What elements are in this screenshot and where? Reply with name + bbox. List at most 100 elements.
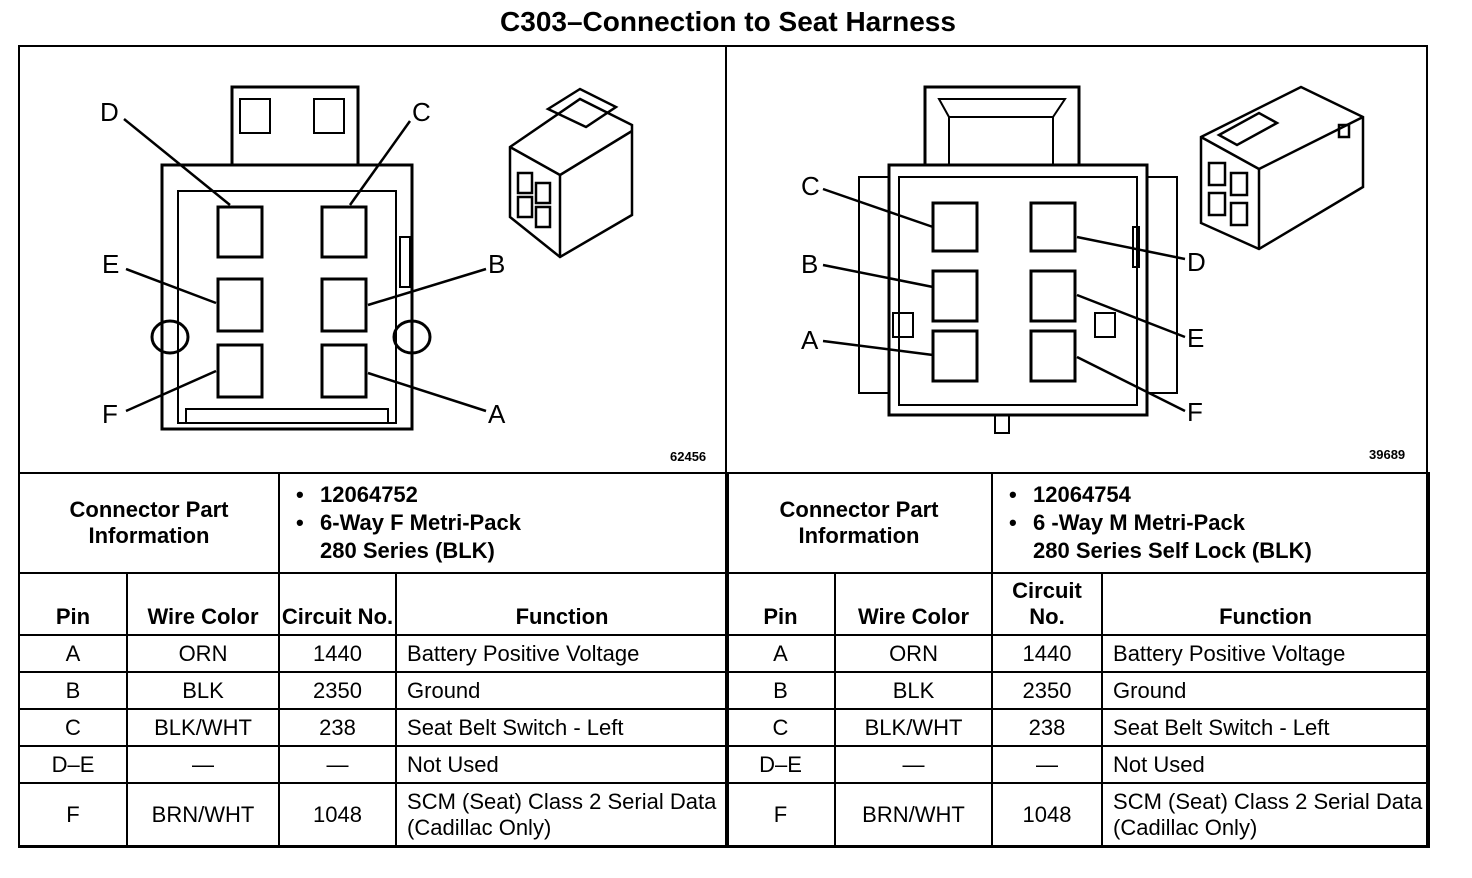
table-row: A ORN 1440 Battery Positive Voltage: [18, 634, 730, 673]
wire-cell: BLK: [125, 671, 281, 710]
table-row: B BLK 2350 Ground: [725, 671, 1431, 710]
function-cell: Battery Positive Voltage: [1101, 634, 1431, 673]
right-cavity-c: [931, 201, 979, 253]
left-part-number: 12064752: [320, 481, 727, 509]
pin-cell: D–E: [725, 745, 836, 784]
function-cell: Seat Belt Switch - Left: [1101, 708, 1431, 747]
left-pin-label-b: B: [488, 249, 506, 279]
function-cell: Ground: [395, 671, 730, 710]
wire-cell: —: [125, 745, 281, 784]
left-col-pin: Pin: [18, 572, 128, 636]
pin-cell: A: [18, 634, 128, 673]
circuit-cell: 238: [991, 708, 1104, 747]
right-pin-label-b: B: [801, 249, 819, 279]
left-part-desc-2: 280 Series (BLK): [320, 538, 495, 563]
wire-cell: BLK/WHT: [125, 708, 281, 747]
left-pin-table: Connector Part Information 12064752 6-Wa…: [17, 472, 730, 848]
right-cavity-e: [1029, 269, 1077, 323]
wire-cell: BRN/WHT: [125, 782, 281, 848]
right-header-row: Pin Wire Color Circuit No. Function: [725, 572, 1431, 636]
table-row: D–E — — Not Used: [18, 745, 730, 784]
left-col-circuit: Circuit No.: [278, 572, 398, 636]
right-connector-part-label: Connector Part Information: [724, 472, 994, 574]
right-cavity-b: [931, 269, 979, 323]
circuit-cell: 238: [278, 708, 398, 747]
left-pin-label-e: E: [102, 249, 120, 279]
left-part-info-row: Connector Part Information 12064752 6-Wa…: [17, 472, 730, 574]
left-pin-label-c: C: [412, 97, 431, 127]
circuit-cell: 1048: [991, 782, 1104, 848]
right-pin-label-d: D: [1187, 247, 1206, 277]
right-part-desc-1: 6 -Way M Metri-Pack: [1033, 510, 1245, 535]
left-col-wire: Wire Color: [125, 572, 281, 636]
circuit-cell: —: [991, 745, 1104, 784]
right-col-function: Function: [1101, 572, 1431, 636]
left-cavity-a: [320, 343, 368, 399]
pin-cell: F: [18, 782, 128, 848]
function-cell: Battery Positive Voltage: [395, 634, 730, 673]
table-row: C BLK/WHT 238 Seat Belt Switch - Left: [18, 708, 730, 747]
left-pin-label-f: F: [102, 399, 118, 429]
circuit-cell: 1440: [991, 634, 1104, 673]
left-connector-diagram: D C E B F A 62456: [20, 47, 724, 472]
wire-cell: BRN/WHT: [833, 782, 994, 848]
right-part-number: 12064754: [1033, 481, 1428, 509]
pin-cell: D–E: [18, 745, 128, 784]
function-cell: Seat Belt Switch - Left: [395, 708, 730, 747]
right-pin-label-e: E: [1187, 323, 1205, 353]
circuit-cell: 2350: [991, 671, 1104, 710]
left-connector-drawing: [123, 85, 634, 431]
table-row: F BRN/WHT 1048 SCM (Seat) Class 2 Serial…: [725, 782, 1431, 848]
function-cell: Not Used: [395, 745, 730, 784]
right-col-pin: Pin: [725, 572, 836, 636]
page-title: C303–Connection to Seat Harness: [500, 6, 956, 37]
wire-cell: ORN: [125, 634, 281, 673]
right-pin-label-c: C: [801, 171, 820, 201]
right-col-circuit: Circuit No.: [991, 572, 1104, 636]
pin-cell: C: [18, 708, 128, 747]
right-pin-label-f: F: [1187, 397, 1203, 427]
left-cavity-c: [320, 205, 368, 259]
left-pin-label-a: A: [488, 399, 506, 429]
wire-cell: BLK/WHT: [833, 708, 994, 747]
left-part-info: 12064752 6-Way F Metri-Pack 280 Series (B…: [278, 472, 730, 574]
left-cavity-e: [216, 277, 264, 333]
table-row: F BRN/WHT 1048 SCM (Seat) Class 2 Serial…: [18, 782, 730, 848]
right-cavity-f: [1029, 329, 1077, 383]
left-cavity-f: [216, 343, 264, 399]
left-connector-iso-view: [508, 87, 634, 259]
table-row: D–E — — Not Used: [725, 745, 1431, 784]
right-figure-ref: 39689: [1369, 447, 1406, 462]
circuit-cell: 2350: [278, 671, 398, 710]
left-cavity-b: [320, 277, 368, 333]
pin-cell: B: [18, 671, 128, 710]
table-row: A ORN 1440 Battery Positive Voltage: [725, 634, 1431, 673]
wire-cell: BLK: [833, 671, 994, 710]
right-cavity-d: [1029, 201, 1077, 253]
right-col-wire: Wire Color: [833, 572, 994, 636]
function-cell: Ground: [1101, 671, 1431, 710]
right-cavity-a: [931, 329, 979, 383]
function-cell: SCM (Seat) Class 2 Serial Data (Cadillac…: [395, 782, 730, 848]
left-col-function: Function: [395, 572, 730, 636]
center-divider: [725, 45, 727, 847]
right-part-info-row: Connector Part Information 12064754 6 -W…: [724, 472, 1431, 574]
left-pin-label-d: D: [100, 97, 119, 127]
right-body: [887, 163, 1149, 417]
table-row: C BLK/WHT 238 Seat Belt Switch - Left: [725, 708, 1431, 747]
left-connector-part-label: Connector Part Information: [17, 472, 281, 574]
right-connector-diagram: C D B E A F 39689: [727, 47, 1431, 472]
left-part-desc-1: 6-Way F Metri-Pack: [320, 510, 521, 535]
pin-cell: A: [725, 634, 836, 673]
pin-cell: B: [725, 671, 836, 710]
right-connector-drawing: [822, 85, 1365, 434]
right-connector-iso-view: [1199, 85, 1365, 251]
right-pin-label-a: A: [801, 325, 819, 355]
pin-cell: F: [725, 782, 836, 848]
function-cell: SCM (Seat) Class 2 Serial Data (Cadillac…: [1101, 782, 1431, 848]
table-row: B BLK 2350 Ground: [18, 671, 730, 710]
wire-cell: —: [833, 745, 994, 784]
wire-cell: ORN: [833, 634, 994, 673]
circuit-cell: 1048: [278, 782, 398, 848]
